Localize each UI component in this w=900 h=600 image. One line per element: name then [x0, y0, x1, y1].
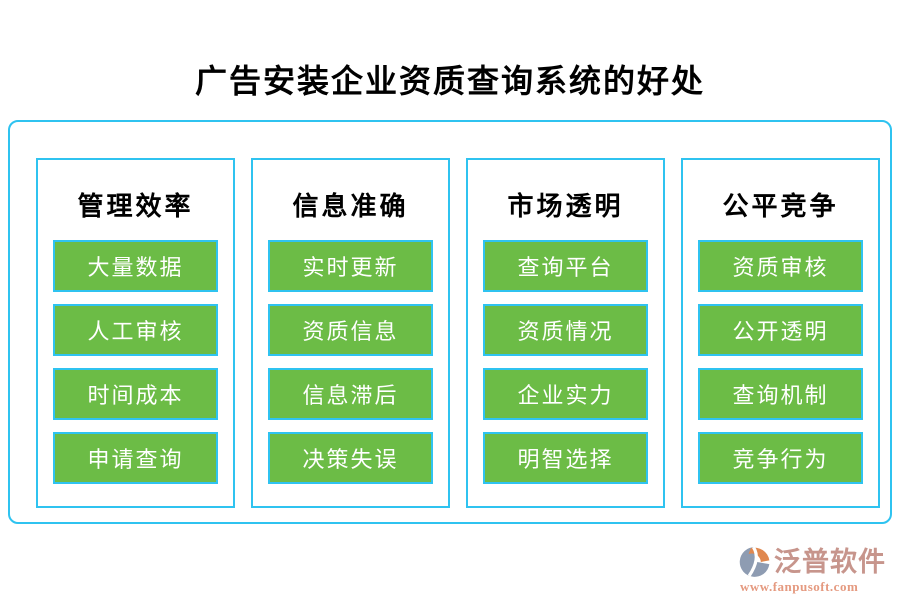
- item-list: 实时更新 资质信息 信息滞后 决策失误: [253, 240, 448, 484]
- column-management-efficiency: 管理效率 大量数据 人工审核 时间成本 申请查询: [36, 158, 235, 508]
- column-header: 市场透明: [507, 192, 624, 221]
- brand-logo: 泛普软件 www.fanpusoft.com: [738, 545, 890, 593]
- benefits-panel: 管理效率 大量数据 人工审核 时间成本 申请查询 信息准确 实时更新 资质信息 …: [8, 120, 892, 524]
- benefit-item[interactable]: 竞争行为: [698, 432, 863, 484]
- benefit-item[interactable]: 资质情况: [483, 304, 648, 356]
- column-header: 公平竞争: [722, 192, 839, 221]
- benefit-item[interactable]: 资质信息: [268, 304, 433, 356]
- benefit-item[interactable]: 人工审核: [53, 304, 218, 356]
- page-title: 广告安装企业资质查询系统的好处: [194, 63, 705, 99]
- benefit-item[interactable]: 企业实力: [483, 368, 648, 420]
- column-market-transparency: 市场透明 查询平台 资质情况 企业实力 明智选择: [466, 158, 665, 508]
- benefit-item[interactable]: 查询平台: [483, 240, 648, 292]
- benefit-item[interactable]: 时间成本: [53, 368, 218, 420]
- item-list: 大量数据 人工审核 时间成本 申请查询: [38, 240, 233, 484]
- benefit-item[interactable]: 明智选择: [483, 432, 648, 484]
- item-list: 查询平台 资质情况 企业实力 明智选择: [468, 240, 663, 484]
- benefit-item[interactable]: 实时更新: [268, 240, 433, 292]
- fanpu-logo-icon: [739, 546, 770, 577]
- benefit-item[interactable]: 查询机制: [698, 368, 863, 420]
- benefit-item[interactable]: 决策失误: [268, 432, 433, 484]
- column-header: 管理效率: [77, 192, 194, 221]
- column-fair-competition: 公平竞争 资质审核 公开透明 查询机制 竞争行为: [681, 158, 880, 508]
- item-list: 资质审核 公开透明 查询机制 竞争行为: [683, 240, 878, 484]
- benefit-item[interactable]: 大量数据: [53, 240, 218, 292]
- column-header: 信息准确: [292, 192, 409, 221]
- benefit-item[interactable]: 公开透明: [698, 304, 863, 356]
- benefit-item[interactable]: 申请查询: [53, 432, 218, 484]
- brand-name: 泛普软件: [774, 546, 886, 577]
- brand-url-link[interactable]: www.fanpusoft.com: [740, 579, 859, 594]
- column-information-accuracy: 信息准确 实时更新 资质信息 信息滞后 决策失误: [251, 158, 450, 508]
- benefit-item[interactable]: 信息滞后: [268, 368, 433, 420]
- benefit-item[interactable]: 资质审核: [698, 240, 863, 292]
